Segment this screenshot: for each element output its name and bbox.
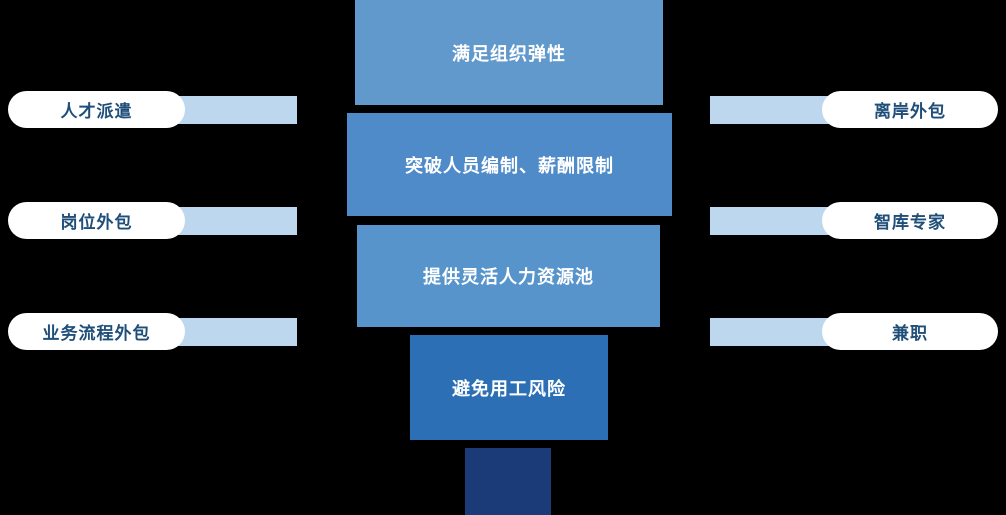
funnel-block-label: 避免用工风险 (452, 378, 566, 400)
pill-label: 人才派遣 (60, 102, 133, 122)
pill-label: 岗位外包 (60, 213, 133, 233)
pill-label: 业务流程外包 (42, 324, 151, 344)
pill-label: 智库专家 (874, 213, 946, 233)
left-pill-talent-dispatch: 人才派遣 (8, 91, 185, 128)
pill-label: 离岸外包 (874, 102, 946, 122)
funnel-block-label: 提供灵活人力资源池 (423, 267, 594, 288)
funnel-block-stem (465, 448, 551, 515)
funnel-block-organizational-flexibility: 满足组织弹性 (355, 0, 663, 105)
right-pill-offshore-outsourcing: 离岸外包 (822, 91, 998, 128)
pill-label: 兼职 (892, 324, 928, 344)
funnel-block-avoid-employment-risk: 避免用工风险 (410, 335, 608, 440)
right-pill-part-time: 兼职 (822, 313, 998, 350)
funnel-block-flexible-hr-pool: 提供灵活人力资源池 (357, 225, 660, 327)
left-pill-position-outsourcing: 岗位外包 (8, 202, 185, 239)
right-pill-think-tank-experts: 智库专家 (822, 202, 998, 239)
funnel-block-staffing-salary-limits: 突破人员编制、薪酬限制 (347, 113, 672, 216)
left-pill-business-process-outsourcing: 业务流程外包 (8, 313, 185, 350)
funnel-block-label: 满足组织弹性 (452, 43, 566, 65)
funnel-block-label: 突破人员编制、薪酬限制 (405, 155, 614, 177)
